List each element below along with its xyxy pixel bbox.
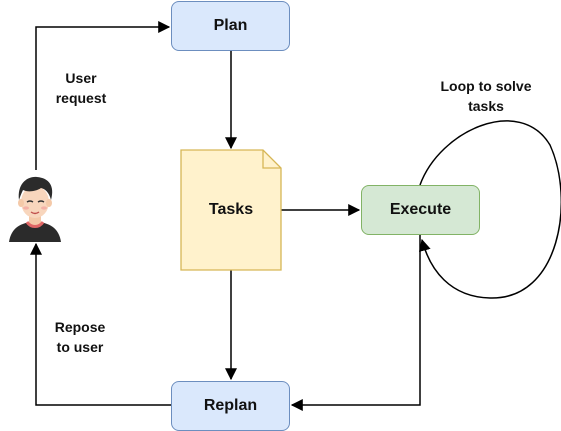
edge-label-line: tasks [468,98,504,114]
edge-label-line: User [65,70,97,86]
replan-label: Replan [203,397,258,414]
edge-execute-self-loop [418,120,561,299]
edge-label-line: Repose [54,319,106,335]
edge-replan-to-user [30,242,171,406]
user-avatar-icon[interactable] [5,172,65,242]
edge-label-repose-to-user: Repose to user [44,317,116,357]
tasks-label: Tasks [208,201,254,218]
replan-node[interactable]: Replan [171,381,290,431]
execute-label: Execute [389,201,452,218]
edge-label-user-request: User request [48,68,114,108]
edge-label-line: Loop to solve [440,78,532,94]
edge-user-to-plan [35,21,171,170]
tasks-document-fold [262,150,281,169]
edge-label-line: request [55,90,107,106]
edge-execute-to-replan [290,235,421,411]
plan-node[interactable]: Plan [171,1,290,51]
tasks-node[interactable]: Tasks [181,150,281,270]
tasks-document-shape [180,149,282,271]
execute-node[interactable]: Execute [361,185,480,235]
edge-label-line: to user [56,339,104,355]
edge-label-loop: Loop to solve tasks [424,76,548,116]
plan-label: Plan [213,17,248,34]
